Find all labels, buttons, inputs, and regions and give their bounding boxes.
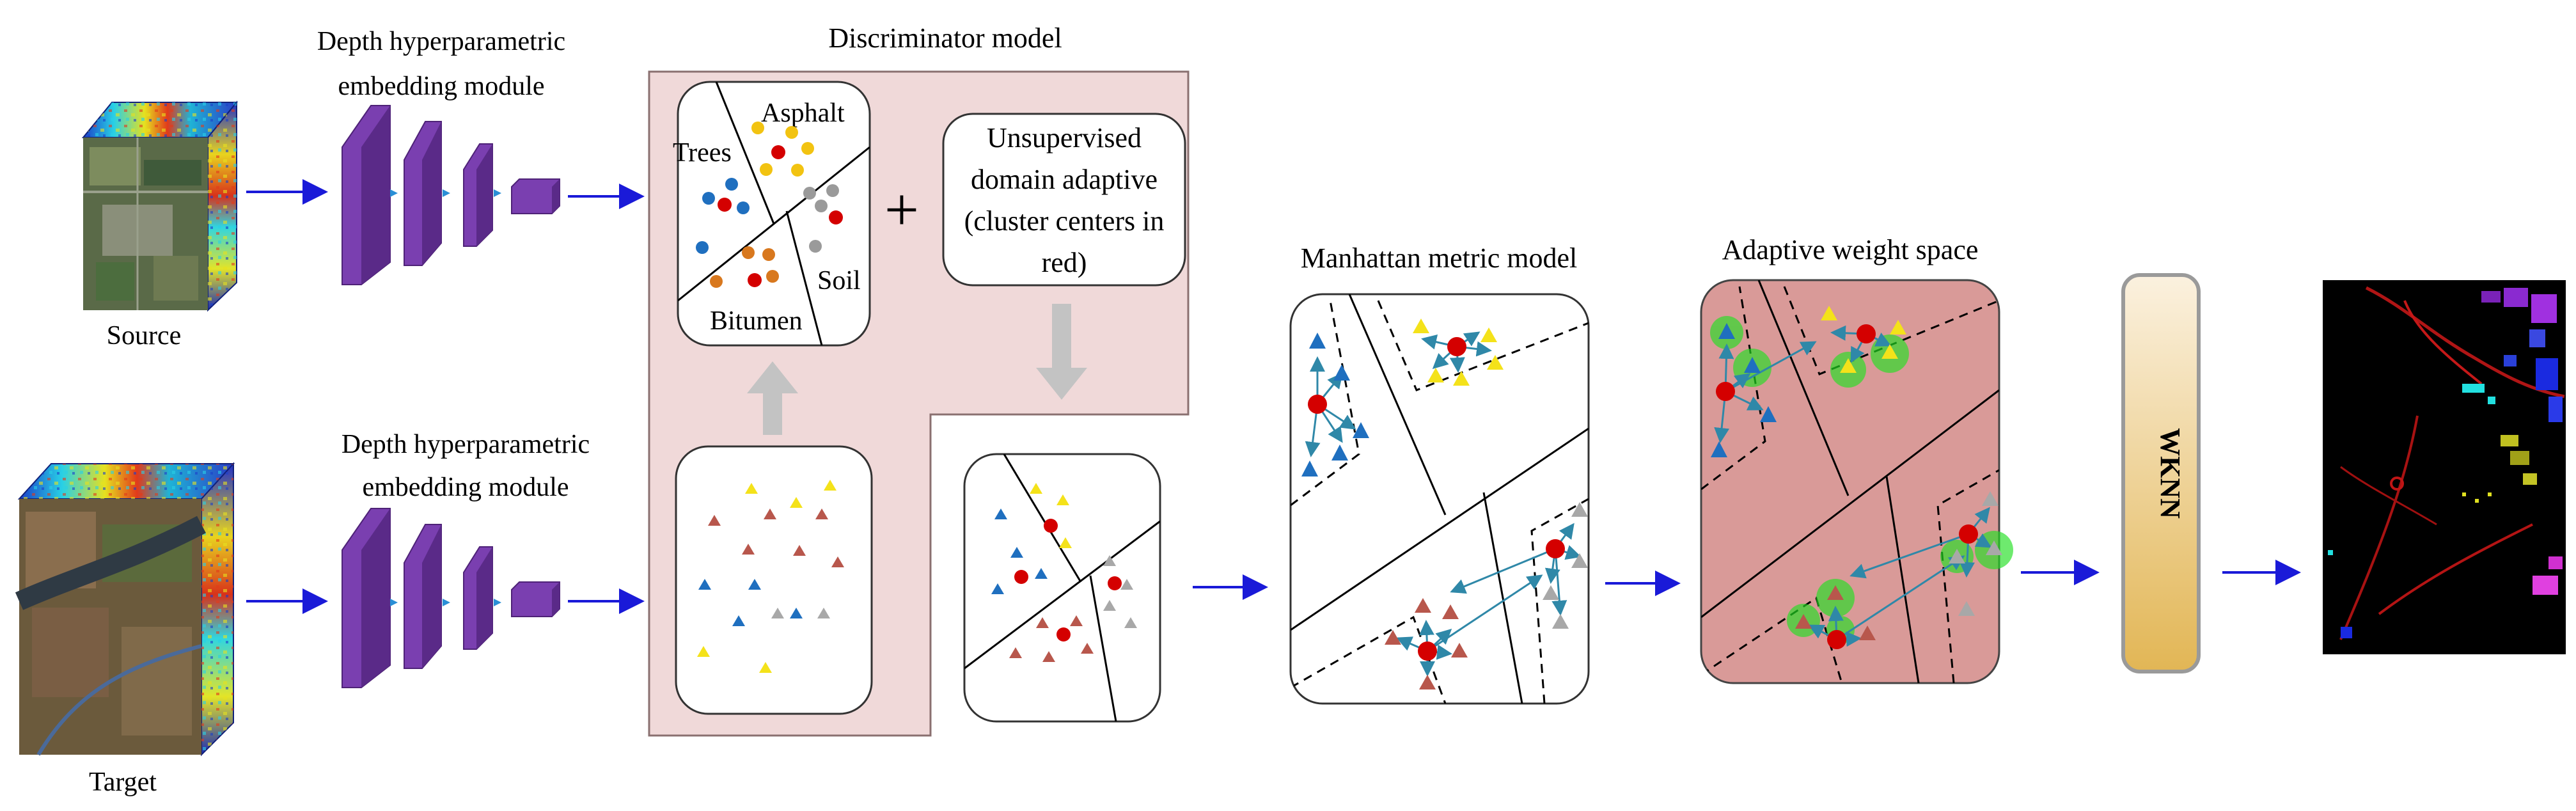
embed-module-top	[342, 105, 560, 285]
target-label: Target	[89, 768, 157, 797]
uda-line2: domain adaptive	[971, 164, 1158, 195]
adaptive-title: Adaptive weight space	[1722, 234, 1979, 265]
uda-line4: red)	[1042, 247, 1087, 278]
source-label: Source	[107, 321, 182, 350]
target-clustered-box	[963, 453, 1161, 723]
wknn-block: WKNN	[2121, 273, 2201, 673]
embed-bottom-title-line1: Depth hyperparametric	[342, 430, 590, 459]
embed-bottom-title-line2: embedding module	[362, 473, 569, 502]
embed-top-title-line2: embedding module	[338, 72, 544, 101]
gray-arrow-up	[747, 361, 798, 435]
embed-top-title-line1: Depth hyperparametric	[317, 27, 565, 56]
adaptive-weight-panel	[1700, 279, 2013, 684]
source-hsi-cube	[81, 100, 239, 312]
target-hsi-cube	[15, 462, 235, 757]
classification-map	[2323, 280, 2566, 654]
manhattan-panel	[1289, 293, 1590, 705]
discriminator-title: Discriminator model	[828, 22, 1062, 54]
plus-sign: +	[884, 175, 919, 244]
uda-line3: (cluster centers in	[964, 205, 1165, 237]
embed-module-bottom	[342, 508, 560, 688]
source-class-box: Asphalt Trees Soil Bitumen	[673, 81, 871, 347]
asphalt-label: Asphalt	[761, 98, 845, 128]
manhattan-title: Manhattan metric model	[1301, 242, 1578, 274]
trees-label: Trees	[673, 138, 732, 168]
bitumen-label: Bitumen	[710, 306, 803, 336]
gray-arrow-down	[1036, 304, 1087, 400]
soil-label: Soil	[817, 266, 861, 295]
uda-line1: Unsupervised	[987, 122, 1142, 154]
wknn-label: WKNN	[2155, 428, 2186, 519]
target-unlabeled-box	[675, 445, 873, 715]
uda-box: Unsupervised domain adaptive (cluster ce…	[942, 113, 1186, 287]
